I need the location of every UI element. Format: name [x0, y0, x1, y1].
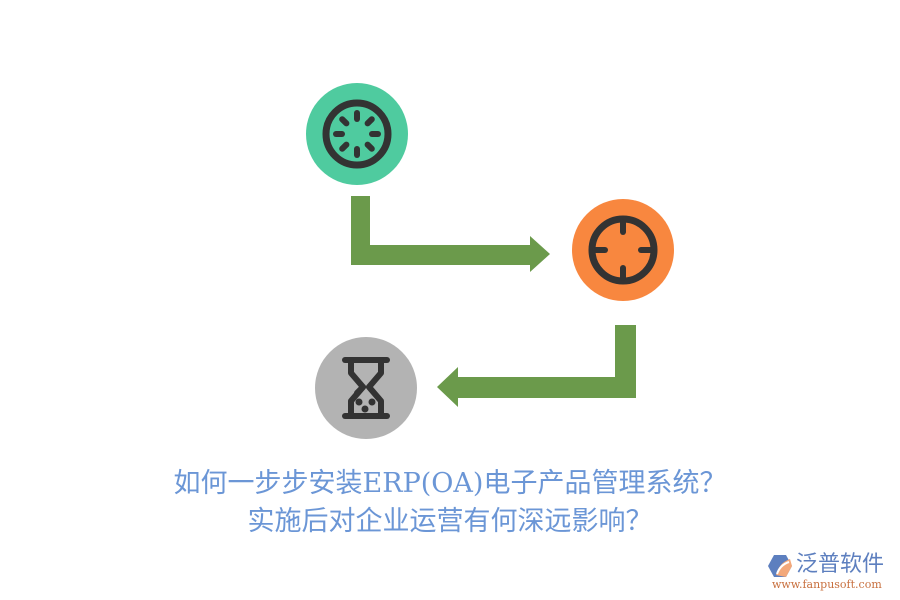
- title-line-1: 如何一步步安装ERP(OA)电子产品管理系统？: [173, 468, 727, 499]
- loading-step-node: [306, 83, 408, 185]
- loading-spinner-icon: [322, 99, 392, 169]
- fanpu-logo-icon: [768, 555, 792, 577]
- title-line-2: 实施后对企业运营有何深远影响？: [247, 506, 653, 537]
- hourglass-step-node: [315, 337, 417, 439]
- logo-brand-name: 泛普软件: [796, 552, 885, 577]
- logo-url: www.fanpusoft.com: [772, 578, 882, 591]
- crosshair-target-icon: [588, 215, 658, 285]
- fanpu-logo: 泛普软件 www.fanpusoft.com: [766, 552, 896, 596]
- hourglass-icon: [342, 357, 390, 419]
- target-step-node: [572, 199, 674, 301]
